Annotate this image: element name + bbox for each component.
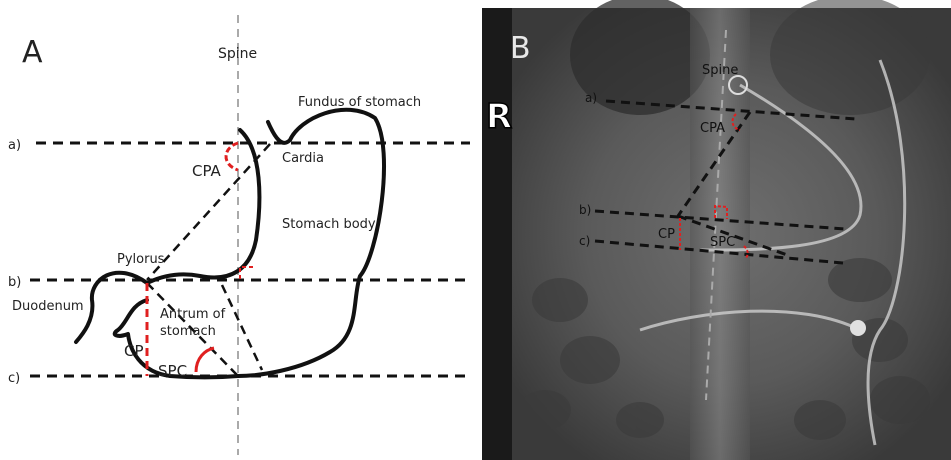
xray-line-c-label: c) bbox=[579, 234, 590, 248]
fundus-label: Fundus of stomach bbox=[298, 95, 421, 110]
xray-right-lung bbox=[770, 0, 930, 115]
line-c-label: c) bbox=[8, 371, 20, 386]
xray-tube-tip bbox=[850, 320, 866, 336]
duodenum-label: Duodenum bbox=[12, 299, 84, 314]
xray-line-b-label: b) bbox=[579, 203, 591, 217]
stomach-body-label: Stomach body bbox=[282, 217, 376, 232]
line-b-label: b) bbox=[8, 275, 21, 290]
panel-b-letter: B bbox=[510, 31, 531, 66]
xray-spine-label: Spine bbox=[702, 63, 738, 78]
xray-cp-label: CP bbox=[658, 227, 675, 242]
panel-a-schematic: A Spine a) b) c) Fundus of sto bbox=[0, 0, 480, 460]
antrum-label-line2: stomach bbox=[160, 324, 216, 339]
line-a-label: a) bbox=[8, 138, 21, 153]
antrum-label-line1: Antrum of bbox=[160, 307, 226, 322]
panel-b-xray: R B Spine a) b) c) CPA CP SPC bbox=[482, 0, 951, 460]
spine-label: Spine bbox=[218, 46, 257, 62]
side-marker: R bbox=[486, 97, 512, 137]
spc-label: SPC bbox=[158, 362, 187, 380]
xray-spc-label: SPC bbox=[710, 235, 735, 250]
pylorus-label: Pylorus bbox=[117, 252, 165, 267]
xray-line-a-label: a) bbox=[585, 91, 597, 105]
cp-label: CP bbox=[124, 342, 144, 360]
cpa-label: CPA bbox=[192, 162, 222, 180]
panel-a-letter: A bbox=[22, 35, 43, 70]
xray-cpa-label: CPA bbox=[700, 121, 725, 136]
cardia-label: Cardia bbox=[282, 151, 324, 166]
